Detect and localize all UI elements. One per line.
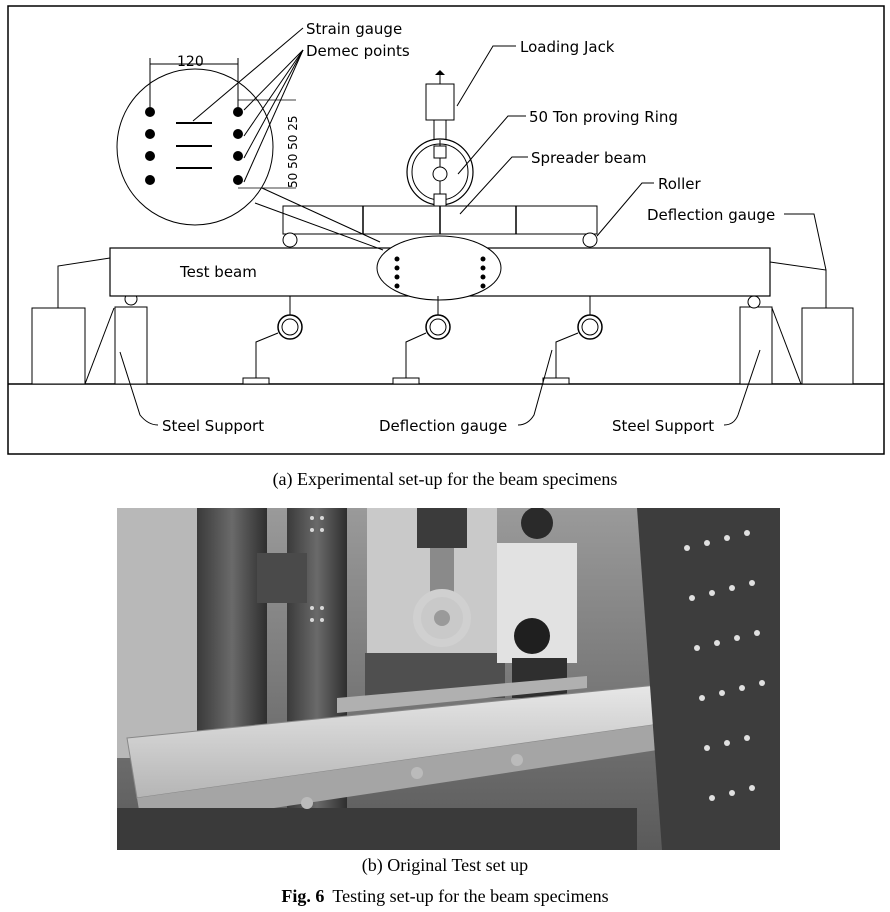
diagram-frame (7, 5, 885, 455)
loading-jack-label: Loading Jack (520, 38, 615, 56)
proving-ring-label: 50 Ton proving Ring (529, 108, 678, 126)
spreader-roller-right (582, 232, 598, 248)
spreader-roller-left (282, 232, 298, 248)
demec-dots-small (394, 256, 486, 289)
demec-points-detail (145, 107, 243, 185)
roller-label: Roller (658, 175, 701, 193)
loading-jack (425, 83, 455, 121)
deflection-gauge-bottom-label: Deflection gauge (379, 417, 507, 435)
strain-gauge-label: Strain gauge (306, 20, 402, 38)
figure-caption-text: Testing set-up for the beam specimens (332, 886, 609, 906)
test-beam-label: Test beam (179, 263, 257, 281)
dial-gauge-left (242, 296, 303, 385)
gauge-box-left (31, 307, 86, 385)
dial-gauge-middle (392, 296, 451, 385)
gauge-length-dimension: 120 (177, 54, 204, 70)
steel-support-right (739, 306, 773, 385)
gauge-arm-left (57, 257, 111, 308)
caption-b: (b) Original Test set up (361, 855, 529, 875)
gauge-box-right (801, 307, 854, 385)
strain-gauge-marks (176, 122, 212, 169)
spreader-beam-label: Spreader beam (531, 149, 647, 167)
caption-a: (a) Experimental set-up for the beam spe… (272, 469, 618, 489)
support-roller-right (747, 295, 761, 309)
test-setup-photo (117, 508, 780, 850)
experimental-setup-diagram: Test beam 120 50 50 50 25 (7, 5, 885, 455)
figure-caption: Fig. 6 Testing set-up for the beam specim… (0, 886, 890, 907)
vertical-spacing-dimension: 50 50 50 25 (286, 115, 300, 188)
gauge-arm-right (769, 261, 827, 308)
demec-region-ellipse (376, 235, 502, 301)
demec-points-label: Demec points (306, 42, 410, 60)
steel-support-left-label: Steel Support (162, 417, 264, 435)
steel-support-left (114, 306, 148, 385)
deflection-gauge-right-label: Deflection gauge (647, 206, 775, 224)
figure-number: Fig. 6 (281, 886, 325, 906)
steel-support-right-label: Steel Support (612, 417, 714, 435)
dial-gauge-right (542, 296, 603, 385)
